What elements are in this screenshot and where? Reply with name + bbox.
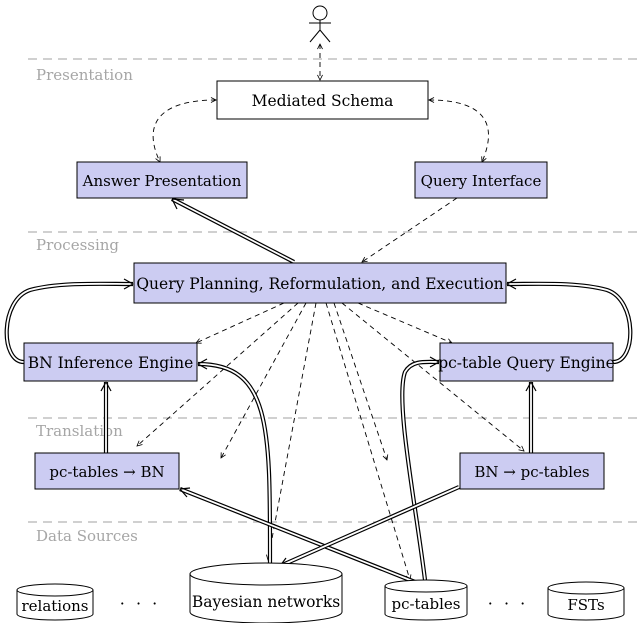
arrow-planning-to-fsts <box>333 302 387 460</box>
cylinder-pc-tables: pc-tables <box>384 579 468 621</box>
double-connectors <box>4 197 633 584</box>
ellipsis-left: · · · <box>120 594 160 613</box>
pc-table-query-label: pc-table Query Engine <box>438 354 615 372</box>
pc-tables-source-label: pc-tables <box>391 595 460 613</box>
arrow-mediated-to-answer <box>152 100 216 162</box>
dashed-connectors <box>137 44 524 580</box>
layer-label-translation: Translation <box>36 422 123 440</box>
box-pc-table-query-engine: pc-table Query Engine <box>438 342 615 382</box>
layer-label-data-sources: Data Sources <box>36 527 138 545</box>
bn-to-pc-tables-label: BN → pc-tables <box>474 463 589 481</box>
layer-label-processing: Processing <box>36 236 119 254</box>
bayesian-networks-label: Bayesian networks <box>192 593 340 611</box>
box-bn-to-pc-tables: BN → pc-tables <box>459 452 605 490</box>
box-answer-presentation: Answer Presentation <box>76 161 248 199</box>
ellipsis-right: · · · <box>488 594 528 613</box>
relations-label: relations <box>21 597 88 615</box>
box-bn-inference-engine: BN Inference Engine <box>23 342 198 382</box>
dbl-bayesian-to-bn-inference <box>197 361 273 566</box>
box-pc-tables-to-bn: pc-tables → BN <box>34 452 180 490</box>
query-interface-label: Query Interface <box>421 172 542 190</box>
arrow-planning-to-pc-table-engine <box>357 302 452 343</box>
arrow-planning-to-pc-tables-src <box>325 302 410 580</box>
answer-presentation-label: Answer Presentation <box>82 172 242 190</box>
fsts-label: FSTs <box>567 596 604 614</box>
cylinder-fsts: FSTs <box>547 581 625 621</box>
arrow-query-interface-to-planning <box>362 197 458 262</box>
arrow-planning-to-relations <box>221 302 307 458</box>
arrow-mediated-to-query-interface <box>429 100 489 162</box>
pc-tables-to-bn-label: pc-tables → BN <box>49 463 164 481</box>
mediated-schema-label: Mediated Schema <box>252 92 394 110</box>
box-query-interface: Query Interface <box>414 161 548 199</box>
box-mediated-schema: Mediated Schema <box>216 80 429 120</box>
box-query-planning: Query Planning, Reformulation, and Execu… <box>133 262 507 304</box>
arrow-planning-to-bn-pc-tables <box>341 302 524 451</box>
layer-label-presentation: Presentation <box>36 66 133 84</box>
cylinder-bayesian-networks: Bayesian networks <box>189 562 343 623</box>
user-icon <box>309 5 331 43</box>
arrow-planning-to-bn-inference <box>196 302 285 343</box>
cylinder-relations: relations <box>16 583 94 621</box>
bn-inference-label: BN Inference Engine <box>28 354 194 372</box>
arrow-planning-to-bayesian <box>268 302 317 560</box>
query-planning-label: Query Planning, Reformulation, and Execu… <box>136 275 503 293</box>
